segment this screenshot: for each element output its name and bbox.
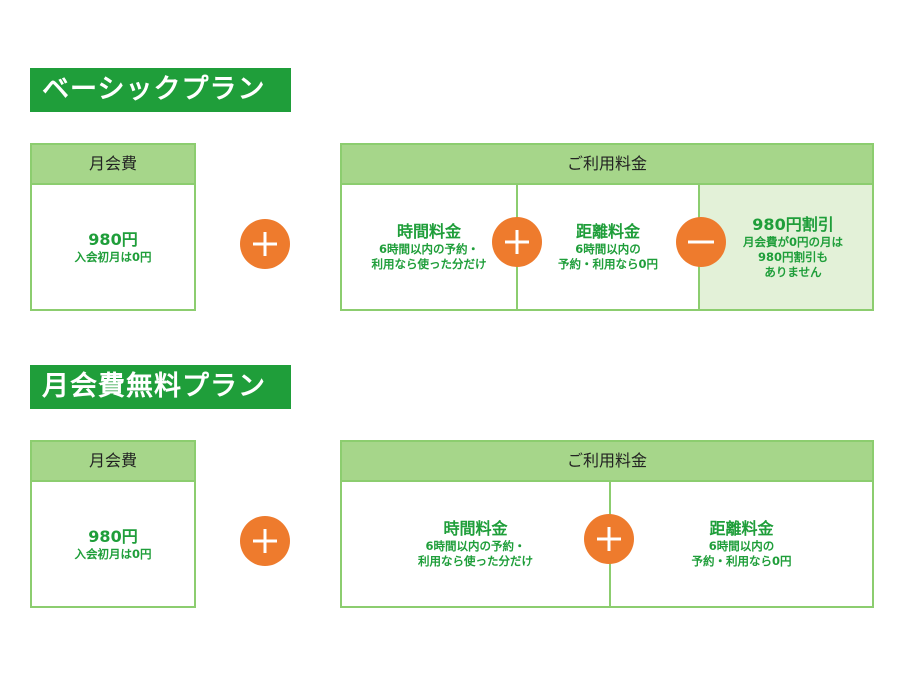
plan-title-basic: ベーシックプラン <box>30 68 291 112</box>
usage-fee-header: ご利用料金 <box>342 442 872 482</box>
plan-title-free: 月会費無料プラン <box>30 365 291 409</box>
monthly-fee-box: 月会費 980円 入会初月は0円 <box>30 143 196 311</box>
discount-desc-line: 980円割引も <box>757 249 828 264</box>
plus-icon <box>240 516 290 566</box>
distance-fee-desc-line: 予約・利用なら0円 <box>557 257 658 271</box>
monthly-fee-note: 入会初月は0円 <box>74 249 152 264</box>
monthly-fee-header: 月会費 <box>32 145 194 185</box>
distance-fee-desc-line: 6時間以内の <box>575 242 641 256</box>
time-fee-cell: 時間料金 6時間以内の予約・ 利用なら使った分だけ <box>342 482 611 606</box>
time-fee-title: 時間料金 <box>443 519 508 538</box>
distance-fee-desc-line: 予約・利用なら0円 <box>691 554 792 568</box>
time-fee-desc-line: 6時間以内の予約・ <box>425 539 526 553</box>
monthly-fee-price: 980円 <box>88 229 138 249</box>
time-fee-title: 時間料金 <box>396 222 461 241</box>
distance-fee-title: 距離料金 <box>575 222 640 241</box>
plus-icon <box>584 514 634 564</box>
distance-fee-desc-line: 6時間以内の <box>708 539 775 553</box>
distance-fee-title: 距離料金 <box>709 519 774 538</box>
discount-title: 980円割引 <box>752 214 834 234</box>
time-fee-desc-line: 6時間以内の予約・ <box>378 242 479 256</box>
time-fee-desc-line: 利用なら使った分だけ <box>371 257 487 271</box>
monthly-fee-content: 980円 入会初月は0円 <box>32 482 194 606</box>
distance-fee-cell: 距離料金 6時間以内の 予約・利用なら0円 <box>611 482 872 606</box>
plus-icon <box>492 217 542 267</box>
monthly-fee-price: 980円 <box>88 526 138 546</box>
time-fee-cell: 時間料金 6時間以内の予約・ 利用なら使った分だけ <box>342 185 518 309</box>
discount-desc-line: 月会費が0円の月は <box>742 234 843 249</box>
distance-fee-cell: 距離料金 6時間以内の 予約・利用なら0円 <box>518 185 700 309</box>
plus-icon <box>240 219 290 269</box>
monthly-fee-header: 月会費 <box>32 442 194 482</box>
monthly-fee-content: 980円 入会初月は0円 <box>32 185 194 309</box>
usage-fee-box: ご利用料金 時間料金 6時間以内の予約・ 利用なら使った分だけ 距離料金 6時間… <box>340 143 874 311</box>
monthly-fee-box: 月会費 980円 入会初月は0円 <box>30 440 196 608</box>
time-fee-desc-line: 利用なら使った分だけ <box>418 554 533 568</box>
discount-cell: 980円割引 月会費が0円の月は 980円割引も ありません <box>700 185 872 309</box>
usage-fee-header: ご利用料金 <box>342 145 872 185</box>
minus-icon <box>676 217 726 267</box>
discount-desc-line: ありません <box>764 264 822 279</box>
monthly-fee-note: 入会初月は0円 <box>74 546 152 561</box>
